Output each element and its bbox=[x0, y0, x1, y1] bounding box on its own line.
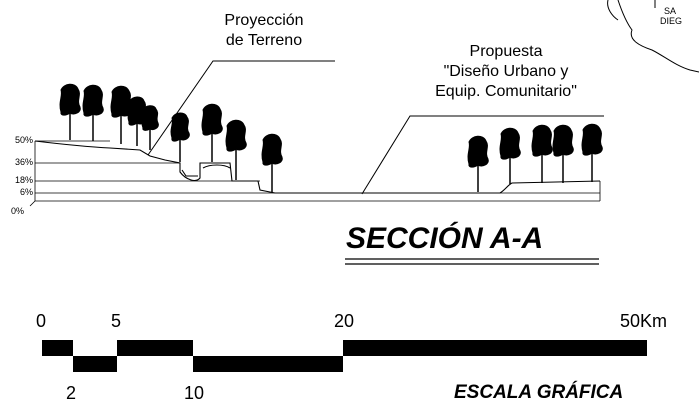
tree bbox=[261, 133, 283, 192]
scale-bar bbox=[42, 340, 647, 372]
proposal-annotation: Propuesta "Diseño Urbano y Equip. Comuni… bbox=[406, 44, 606, 100]
scale-tick-20: 20 bbox=[334, 311, 355, 331]
tree bbox=[170, 112, 190, 162]
section-title: SECCIÓN A-A bbox=[346, 222, 544, 255]
scale-title: ESCALA GRÁFICA bbox=[454, 382, 624, 403]
scale-tick-50km: 50Km bbox=[620, 311, 668, 331]
slope-label-0: 0% bbox=[10, 206, 24, 216]
tree bbox=[552, 124, 574, 183]
tree bbox=[531, 124, 553, 183]
tree bbox=[581, 123, 603, 182]
slope-label-50: 50% bbox=[14, 135, 33, 145]
slope-label-18: 18% bbox=[14, 175, 33, 185]
tree bbox=[499, 127, 521, 184]
scale-tick-5: 5 bbox=[111, 311, 122, 331]
scale-tick-10: 10 bbox=[184, 383, 205, 403]
tree bbox=[225, 119, 247, 180]
terrain-annotation: Proyección de Terreno bbox=[204, 13, 324, 49]
leader-lines bbox=[147, 60, 604, 195]
tree bbox=[141, 105, 159, 150]
tree bbox=[82, 84, 104, 141]
tree bbox=[59, 83, 81, 140]
slope-label-36: 36% bbox=[14, 157, 33, 167]
scale-tick-2: 2 bbox=[66, 383, 77, 403]
terrain-profile bbox=[34, 140, 601, 194]
map-inset bbox=[607, 0, 699, 73]
map-inset-line: DIEG bbox=[660, 16, 683, 26]
map-inset-label: SA DIEG bbox=[660, 7, 682, 26]
terrain-annotation-line: de Terreno bbox=[225, 32, 303, 49]
map-inset-line: SA bbox=[664, 6, 677, 16]
proposal-annotation-line: Equip. Comunitario" bbox=[435, 83, 577, 100]
proposal-annotation-line: "Diseño Urbano y bbox=[443, 63, 569, 80]
section-title-underline bbox=[345, 258, 599, 265]
tree-silhouettes bbox=[59, 83, 603, 192]
terrain-annotation-line: Proyección bbox=[224, 12, 304, 29]
tree bbox=[467, 135, 489, 192]
scale-tick-0: 0 bbox=[36, 311, 47, 331]
slope-label-6: 6% bbox=[19, 187, 33, 197]
proposal-annotation-line: Propuesta bbox=[469, 43, 543, 60]
tree bbox=[201, 103, 223, 162]
